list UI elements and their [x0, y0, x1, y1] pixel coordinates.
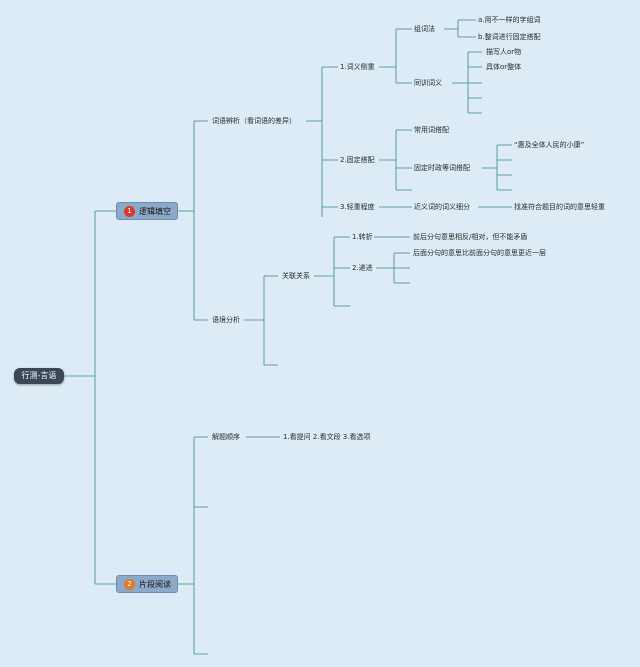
node-synonym-detail[interactable]: 近义词的词义细分	[414, 203, 470, 211]
node-degree[interactable]: 3.轻重程度	[340, 203, 375, 211]
node-political-quote[interactable]: “惠及全体人民的小康”	[514, 141, 585, 149]
branch-label: 逻辑填空	[139, 207, 171, 216]
node-tongyin-1[interactable]: 描写人or物	[486, 48, 522, 56]
node-turning-desc[interactable]: 前后分句意思相反/相对，但不能矛盾	[413, 233, 528, 241]
node-word-forming[interactable]: 组词法	[414, 25, 435, 33]
root-node[interactable]: 行测-言语	[14, 368, 64, 384]
node-relation[interactable]: 关联关系	[282, 272, 310, 280]
node-political-collocation[interactable]: 固定时政等词搭配	[414, 164, 470, 172]
node-turning[interactable]: 1.转折	[352, 233, 373, 241]
node-tongyin-2[interactable]: 具体or整体	[486, 63, 522, 71]
node-solving-order[interactable]: 解题顺序	[212, 433, 240, 441]
connector-dijin	[376, 252, 410, 284]
node-fixed-collocation[interactable]: 2.固定搭配	[340, 156, 375, 164]
number-badge: 2	[124, 579, 135, 590]
branch-node-passage-reading[interactable]: 2 片段阅读	[116, 575, 178, 593]
node-solving-steps[interactable]: 1.看提问 2.看文段 3.看选项	[283, 433, 371, 441]
connector-yujing	[244, 275, 278, 366]
node-progressive-desc[interactable]: 后面分句的意思比前面分句的意思更近一层	[413, 249, 546, 257]
connector-root	[64, 210, 116, 585]
node-zucifa-a[interactable]: a.用不一样的字组词	[478, 16, 541, 24]
connector-guding	[379, 129, 412, 191]
node-common-collocation[interactable]: 常用词搭配	[414, 126, 449, 134]
branch-label: 片段阅读	[139, 580, 171, 589]
branch-node-logic-fill[interactable]: 1 逻辑填空	[116, 202, 178, 220]
connector-branch1	[178, 120, 208, 321]
connector-zucifa	[444, 19, 476, 38]
connector-yiyi	[379, 28, 412, 84]
node-zucifa-b[interactable]: b.整词进行固定搭配	[478, 33, 541, 41]
connector-cixun	[306, 66, 338, 217]
node-progressive[interactable]: 2.递进	[352, 264, 373, 272]
connector-branch2	[178, 436, 208, 655]
node-word-analysis[interactable]: 词语辨析（看词语的差异）	[212, 117, 296, 125]
connector-tongyin	[452, 51, 482, 114]
connector-guanlian	[314, 236, 350, 307]
node-degree-target[interactable]: 找准符合题目的词的意思轻重	[514, 203, 605, 211]
connector-shizheng	[482, 144, 512, 191]
number-badge: 1	[124, 206, 135, 217]
node-context-analysis[interactable]: 语境分析	[212, 316, 240, 324]
node-meaning-focus[interactable]: 1.词义侧重	[340, 63, 375, 71]
node-same-morpheme[interactable]: 同训词义	[414, 79, 442, 87]
